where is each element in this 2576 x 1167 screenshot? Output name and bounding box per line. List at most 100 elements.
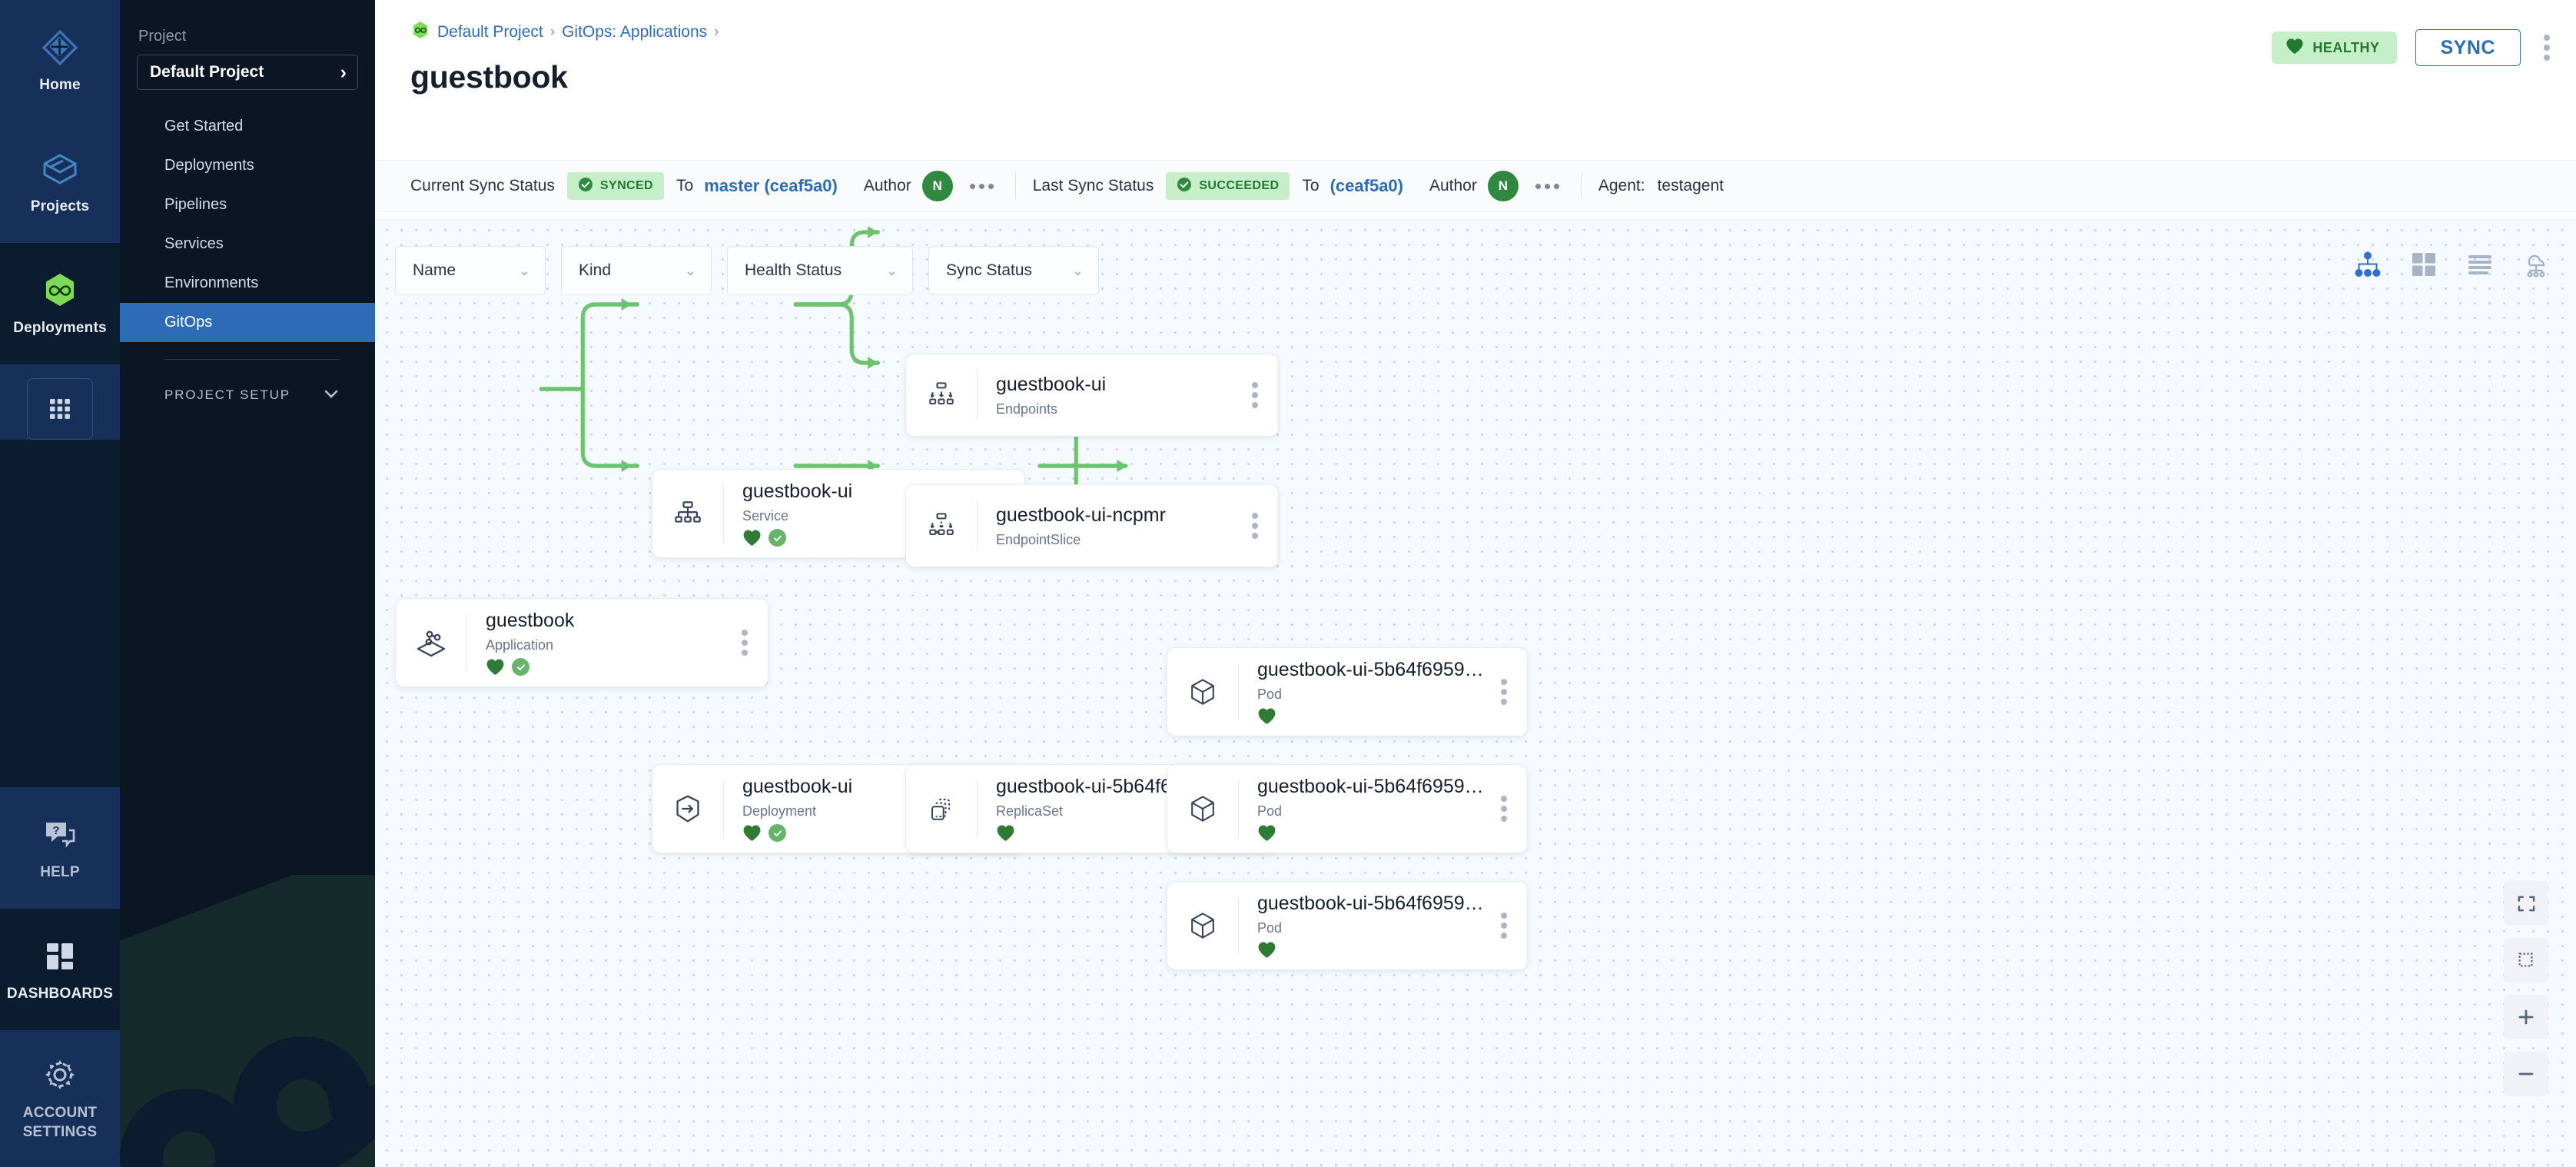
status-badge-label: HEALTHY xyxy=(2312,39,2380,55)
current-overflow-icon[interactable] xyxy=(965,183,998,189)
pod-icon xyxy=(1167,908,1238,943)
filter-name-label: Name xyxy=(413,261,456,279)
kebab-menu-icon[interactable] xyxy=(2539,30,2554,65)
graph-node-application[interactable]: guestbook Application xyxy=(395,598,768,687)
node-kind: Deployment xyxy=(742,803,817,819)
graph-node-pod-3[interactable]: guestbook-ui-5b64f6959… Pod xyxy=(1167,881,1528,970)
grid-view-icon[interactable] xyxy=(2408,249,2439,280)
agent-value: testagent xyxy=(1657,177,1724,194)
sidebar-item-pipelines[interactable]: Pipelines xyxy=(120,185,375,224)
heart-icon xyxy=(742,529,762,547)
node-menu-icon[interactable] xyxy=(1493,679,1527,705)
infinity-hex-icon xyxy=(40,271,80,311)
deployment-icon xyxy=(652,790,723,827)
node-status-icons xyxy=(742,529,991,547)
sidebar-item-label: Deployments xyxy=(164,157,254,174)
node-status-icons xyxy=(742,824,991,843)
filter-health-status[interactable]: Health Status ⌄ xyxy=(727,246,913,295)
sync-button[interactable]: SYNC xyxy=(2415,29,2521,66)
node-menu-icon[interactable] xyxy=(1493,796,1527,822)
current-revision-link[interactable]: master (ceaf5a0) xyxy=(704,176,838,195)
rail-item-home[interactable]: Home xyxy=(0,0,120,121)
filter-sync-status-label: Sync Status xyxy=(946,261,1033,279)
rail-item-label: DASHBOARDS xyxy=(6,986,114,1002)
sidebar-item-services[interactable]: Services xyxy=(120,224,375,264)
filter-name[interactable]: Name ⌄ xyxy=(395,246,546,295)
node-name: guestbook-ui-ncpmr xyxy=(996,504,1166,527)
page-header: Default Project › GitOps: Applications ›… xyxy=(375,0,2576,160)
tree-view-icon[interactable] xyxy=(2352,249,2383,280)
heart-icon xyxy=(2286,38,2304,58)
synced-check-icon xyxy=(512,658,529,677)
sidebar-project-setup[interactable]: PROJECT SETUP xyxy=(120,380,375,411)
node-name: guestbook-ui-5b64f6959… xyxy=(1257,659,1484,681)
filter-kind[interactable]: Kind ⌄ xyxy=(561,246,712,295)
header-actions: HEALTHY SYNC xyxy=(2272,29,2554,66)
node-name: guestbook-ui-5b64f6959… xyxy=(1257,776,1484,798)
node-menu-icon[interactable] xyxy=(734,630,768,656)
sidebar-item-environments[interactable]: Environments xyxy=(120,264,375,303)
node-menu-icon[interactable] xyxy=(1244,382,1278,408)
cube-box-icon xyxy=(40,149,80,189)
last-revision-link[interactable]: (ceaf5a0) xyxy=(1329,176,1403,195)
node-kind: Pod xyxy=(1257,686,1283,702)
agent-label: Agent: xyxy=(1598,177,1645,194)
node-info: guestbook-ui-5b64f6959… Pod xyxy=(1239,658,1493,725)
pod-icon xyxy=(1167,674,1238,710)
gear-icon xyxy=(40,1055,80,1095)
last-overflow-icon[interactable] xyxy=(1531,183,1564,189)
graph-node-endpoints[interactable]: guestbook-ui Endpoints xyxy=(905,354,1279,437)
chevron-down-icon: ⌄ xyxy=(885,262,898,278)
sidebar-item-get-started[interactable]: Get Started xyxy=(120,107,375,146)
chevron-down-icon: ⌄ xyxy=(684,262,696,278)
view-mode-switcher xyxy=(2352,249,2551,280)
current-author-avatar: N xyxy=(921,171,953,201)
graph-node-pod-2[interactable]: guestbook-ui-5b64f6959… Pod xyxy=(1167,764,1528,853)
node-kind: Pod xyxy=(1257,803,1283,819)
endpoints-icon xyxy=(906,377,977,413)
sidebar-item-label: GitOps xyxy=(164,314,213,331)
rail-item-dashboards[interactable]: DASHBOARDS xyxy=(0,909,120,1030)
rail-item-label-line1: ACCOUNT xyxy=(22,1105,98,1122)
check-circle-icon xyxy=(578,177,593,196)
list-view-icon[interactable] xyxy=(2465,249,2495,280)
select-area-icon[interactable] xyxy=(2504,938,2548,982)
breadcrumb-item-gitops-applications[interactable]: GitOps: Applications xyxy=(562,23,708,41)
sidebar-item-label: Get Started xyxy=(164,118,244,135)
heart-icon xyxy=(996,824,1015,842)
rail-item-account-settings[interactable]: ACCOUNT SETTINGS xyxy=(0,1030,120,1167)
graph-node-endpointslice[interactable]: guestbook-ui-ncpmr EndpointSlice xyxy=(905,484,1279,567)
node-menu-icon[interactable] xyxy=(1244,513,1278,539)
node-kind: Pod xyxy=(1257,919,1283,936)
fullscreen-icon[interactable] xyxy=(2504,881,2548,926)
apps-grid-icon[interactable] xyxy=(27,378,93,440)
graph-node-pod-1[interactable]: guestbook-ui-5b64f6959… Pod xyxy=(1167,647,1528,736)
node-info: guestbook-ui-5b64f6959… Pod xyxy=(1239,775,1493,842)
node-info: guestbook-ui Deployment xyxy=(724,775,991,843)
zoom-in-icon[interactable] xyxy=(2504,995,2548,1039)
resource-graph-canvas[interactable]: Name ⌄ Kind ⌄ Health Status ⌄ Sync Statu… xyxy=(375,218,2576,1167)
sidebar-item-deployments[interactable]: Deployments xyxy=(120,146,375,185)
rail-apps-launcher[interactable] xyxy=(0,364,120,440)
breadcrumb-separator: › xyxy=(549,24,556,40)
network-view-icon[interactable] xyxy=(2521,249,2551,280)
node-info: guestbook-ui-ncpmr EndpointSlice xyxy=(978,504,1244,547)
sidebar-item-label: Environments xyxy=(164,274,259,291)
node-name: guestbook xyxy=(486,610,575,632)
filter-bar: Name ⌄ Kind ⌄ Health Status ⌄ Sync Statu… xyxy=(395,246,1099,295)
node-kind: Endpoints xyxy=(996,401,1058,417)
synced-check-icon xyxy=(768,529,786,547)
rail-item-deployments[interactable]: Deployments xyxy=(0,243,120,364)
zoom-out-icon[interactable] xyxy=(2504,1052,2548,1096)
node-kind: Application xyxy=(486,637,554,653)
chevron-down-icon: ⌄ xyxy=(518,262,530,278)
project-selector[interactable]: Default Project › xyxy=(137,55,358,90)
breadcrumb-item-default-project[interactable]: Default Project xyxy=(437,23,543,41)
node-menu-icon[interactable] xyxy=(1493,913,1527,939)
sidebar-item-gitops[interactable]: GitOps xyxy=(120,303,375,342)
main-content: Default Project › GitOps: Applications ›… xyxy=(375,0,2576,1167)
rail-item-help[interactable]: ? HELP xyxy=(0,787,120,909)
service-icon xyxy=(652,496,723,531)
rail-item-projects[interactable]: Projects xyxy=(0,121,120,243)
filter-sync-status[interactable]: Sync Status ⌄ xyxy=(928,246,1099,295)
